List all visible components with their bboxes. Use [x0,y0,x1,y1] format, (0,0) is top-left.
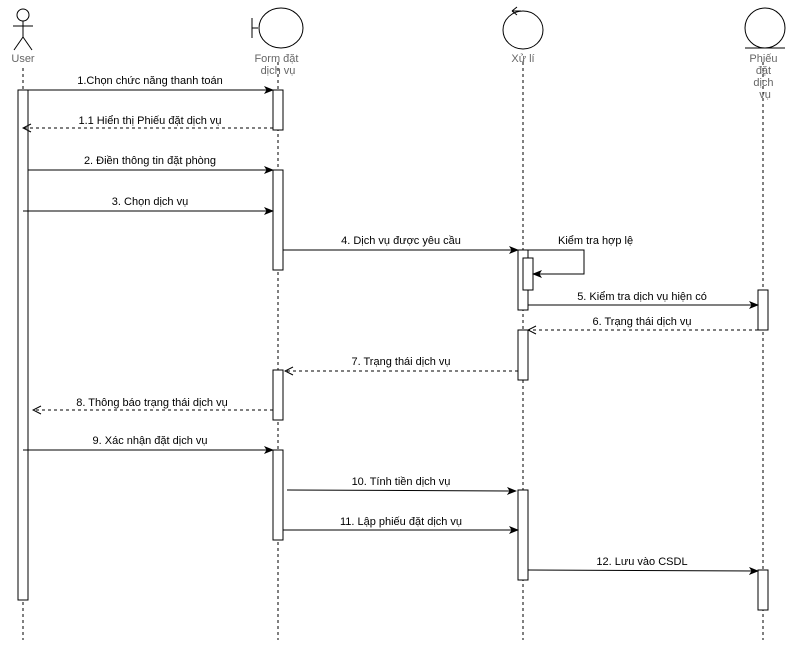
message-label: 1.Chọn chức năng thanh toán [77,75,223,87]
entity-phieu-icon [744,7,786,49]
participant-label-xuli: Xử lí [511,53,534,65]
message-label: 4. Dịch vụ được yêu cầu [341,235,461,247]
activation-bar-xuli [517,489,529,581]
control-xuli-icon [502,6,544,50]
participant-label-user: User [11,53,35,65]
activation-bar-form [272,369,284,421]
activation-bar-phieu [757,569,769,611]
message-label: 9. Xác nhận đặt dịch vụ [93,435,208,447]
boundary-form-icon [251,7,304,49]
message-label: 8. Thông báo trạng thái dịch vụ [76,397,227,409]
activation-bar-xuli [517,329,529,381]
self-message-arrow [528,249,585,278]
message-label: 2. Điền thông tin đặt phòng [84,155,216,167]
message-label: 3. Chọn dịch vụ [112,196,188,208]
participant-label-form: Form đặt dịch vụ [254,53,301,77]
message-label: 10. Tính tiền dịch vụ [352,476,451,488]
message-label: 7. Trạng thái dịch vụ [351,356,450,368]
message-label: 11. Lập phiếu đặt dịch vụ [340,516,462,528]
message-label: 1.1 Hiển thị Phiếu đặt dịch vụ [78,115,221,127]
activation-bar-form [272,89,284,131]
activation-bar-user [17,89,29,601]
activation-bar-phieu [757,289,769,331]
message-label: 5. Kiểm tra dịch vụ hiện có [577,291,707,303]
message-label: 12. Lưu vào CSDL [596,556,687,568]
activation-bar-xuli-nested [522,257,534,291]
self-message-label: Kiểm tra hợp lệ [558,235,633,247]
actor-user-icon [13,8,33,51]
activation-bar-form [272,169,284,271]
participant-label-phieu: Phiếu đặt dịch vụ [749,53,780,101]
message-arrow [527,566,759,575]
message-label: 6. Trạng thái dịch vụ [592,316,691,328]
message-arrow [286,486,517,495]
activation-bar-form [272,449,284,541]
